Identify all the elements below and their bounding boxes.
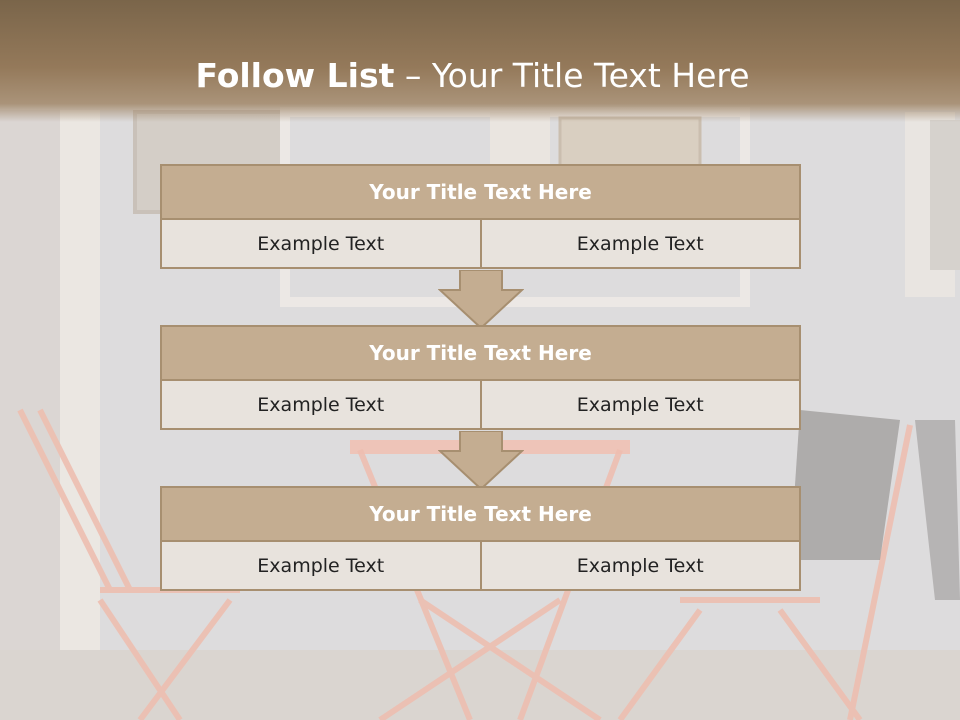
list-block-2: Your Title Text Here Example Text Exampl… (160, 325, 801, 430)
block-title: Your Title Text Here (160, 486, 801, 542)
block-cell-left: Example Text (257, 393, 385, 416)
down-arrow-icon (438, 270, 524, 330)
list-block-3: Your Title Text Here Example Text Exampl… (160, 486, 801, 591)
down-arrow-icon (438, 431, 524, 491)
block-row: Example Text Example Text (160, 381, 801, 430)
block-title: Your Title Text Here (160, 325, 801, 381)
block-cell-left: Example Text (257, 554, 385, 577)
block-cell-right: Example Text (479, 220, 800, 267)
slide-title: Follow List – Your Title Text Here (0, 54, 945, 98)
block-row: Example Text Example Text (160, 542, 801, 591)
block-title: Your Title Text Here (160, 164, 801, 220)
block-cell-right: Example Text (479, 542, 800, 589)
block-row: Example Text Example Text (160, 220, 801, 269)
slide-title-bold: Follow List (195, 56, 395, 95)
block-cell-left: Example Text (257, 232, 385, 255)
list-block-1: Your Title Text Here Example Text Exampl… (160, 164, 801, 269)
slide-title-rest: – Your Title Text Here (394, 56, 750, 95)
block-cell-right: Example Text (479, 381, 800, 428)
title-banner (0, 0, 960, 122)
